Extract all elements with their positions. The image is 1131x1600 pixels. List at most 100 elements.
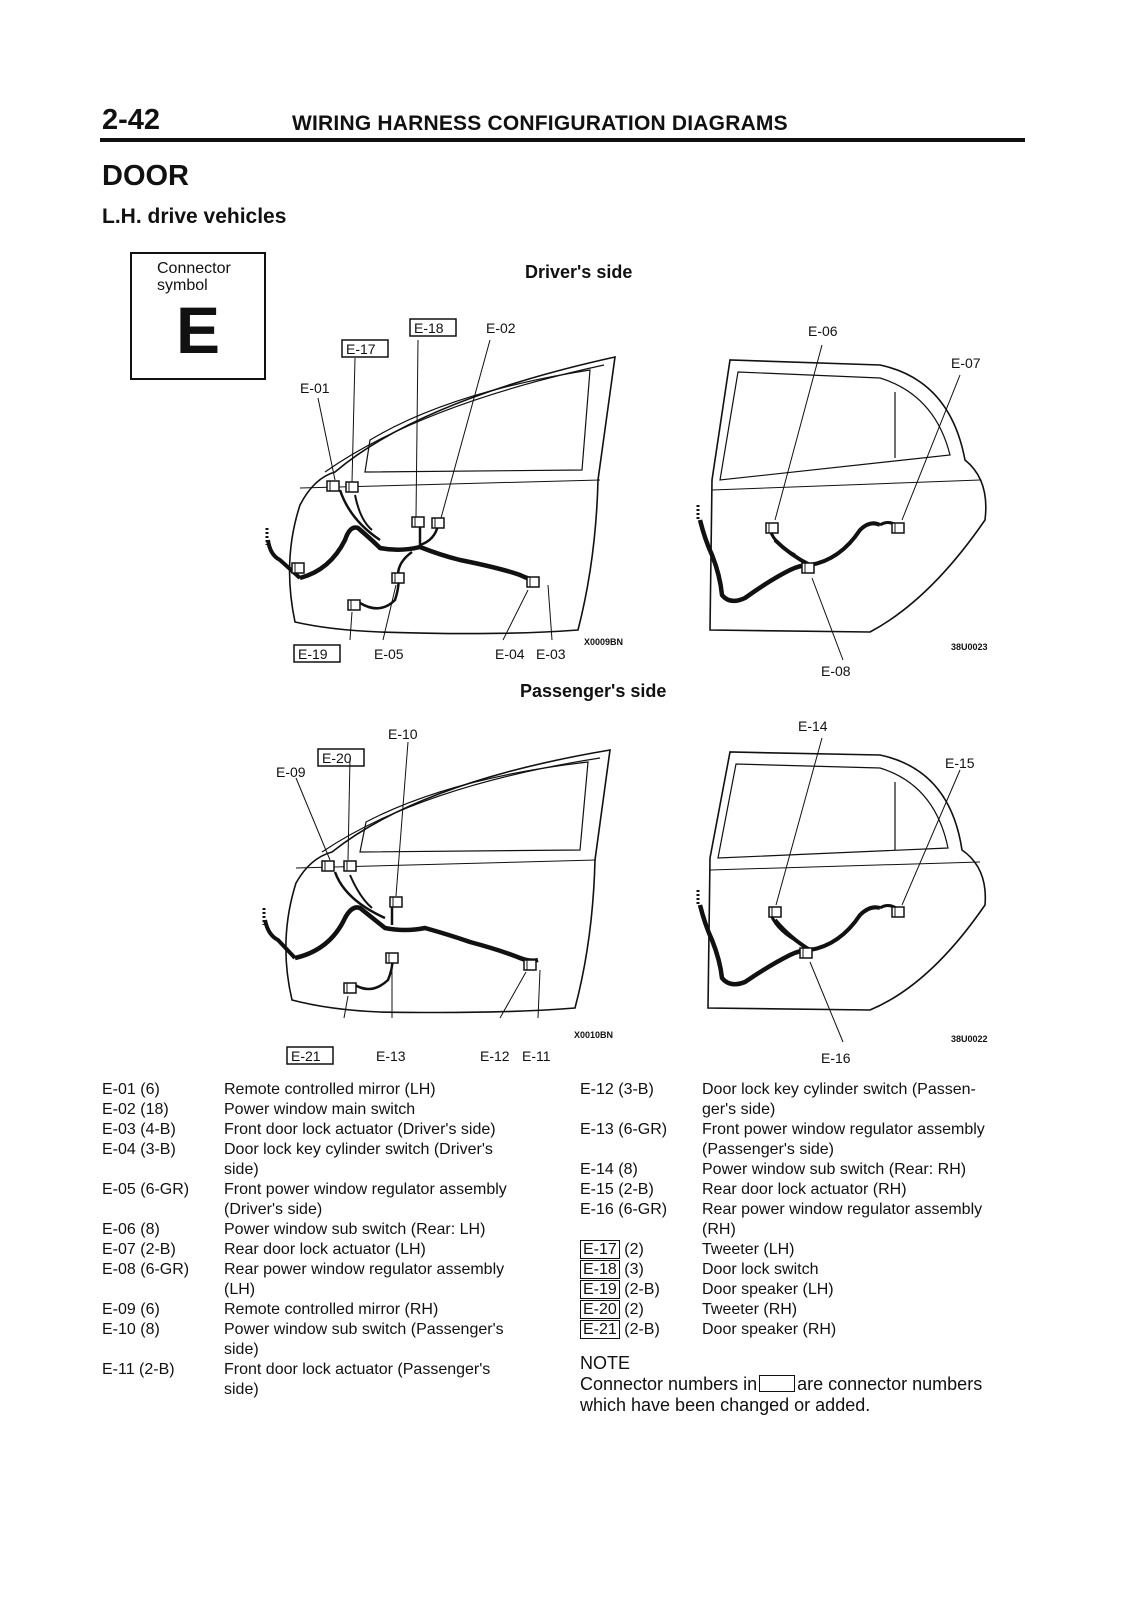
- note-text-before: Connector numbers in: [580, 1374, 758, 1394]
- legend-description-line: Door lock switch: [702, 1261, 819, 1278]
- legend-description-line: Remote controlled mirror (LH): [224, 1081, 436, 1098]
- legend-description: Door speaker (LH): [702, 1280, 834, 1300]
- legend-connector-code: E-14 (8): [580, 1161, 638, 1178]
- legend-description: Remote controlled mirror (RH): [224, 1300, 438, 1320]
- legend-description-line: Front door lock actuator (Driver's side): [224, 1121, 496, 1138]
- legend-description-line: (RH): [702, 1221, 736, 1238]
- legend-description: Door lock key cylinder switch (Driver's s…: [224, 1140, 493, 1180]
- note-heading: NOTE: [580, 1353, 631, 1373]
- connector-symbol-caption: Connector symbol: [157, 260, 231, 294]
- legend-connector-code: E-15 (2-B): [580, 1181, 654, 1198]
- legend-description-line: Door speaker (RH): [702, 1321, 837, 1338]
- note-text-after: are connector numbers which have been ch…: [580, 1374, 983, 1415]
- legend-description-line: Door lock key cylinder switch (Driver's: [224, 1141, 493, 1158]
- legend-description: Rear door lock actuator (LH): [224, 1240, 426, 1260]
- label-e10: E-10: [388, 726, 418, 742]
- label-e14: E-14: [798, 718, 828, 734]
- legend-boxed-code: E-19: [580, 1280, 620, 1299]
- legend-description-line: side): [224, 1161, 259, 1178]
- drivers-front-door: [265, 339, 616, 641]
- legend-connector-code: E-02 (18): [102, 1101, 169, 1118]
- label-e03: E-03: [536, 646, 566, 662]
- figure-code-38u0022: 38U0022: [951, 1034, 988, 1044]
- legend-connector-code: E-05 (6-GR): [102, 1181, 190, 1198]
- e19-box: [293, 644, 341, 663]
- legend-description-line: Door lock key cylinder switch (Passen-: [702, 1081, 976, 1098]
- legend-description-line: ger's side): [702, 1101, 776, 1118]
- legend-connector-code: E-21 (2-B): [580, 1320, 660, 1340]
- legend-description: Tweeter (LH): [702, 1240, 794, 1260]
- label-e16: E-16: [821, 1050, 851, 1066]
- legend-description: Front power window regulator assembly (Dr…: [224, 1180, 507, 1220]
- label-e05: E-05: [374, 646, 404, 662]
- label-e13: E-13: [376, 1048, 406, 1064]
- drivers-front-labels: E-18 E-02 E-17 E-01 E-19 E-05 E-04 E-03 …: [293, 318, 623, 663]
- label-e04: E-04: [495, 646, 525, 662]
- connector-symbol-caption-line1: Connector: [157, 260, 231, 277]
- legend-description-line: Rear power window regulator assembly: [224, 1261, 505, 1278]
- legend-description-line: Door speaker (LH): [702, 1281, 834, 1298]
- legend-boxed-code: E-21: [580, 1320, 620, 1339]
- connector-symbol-caption-line2: symbol: [157, 277, 208, 294]
- legend-description-line: Power window sub switch (Rear: LH): [224, 1221, 486, 1238]
- connector-symbol-letter: E: [175, 293, 221, 367]
- connector-symbol-box: Connector symbol E: [130, 252, 266, 380]
- legend-connector-code: E-01 (6): [102, 1081, 160, 1098]
- passengers-rear-labels: E-14 E-15 E-16 38U0022: [798, 718, 988, 1066]
- label-e12: E-12: [480, 1048, 510, 1064]
- label-e19: E-19: [298, 646, 328, 662]
- legend-connector-code: E-08 (6-GR): [102, 1261, 190, 1278]
- legend-description: Power window main switch: [224, 1100, 415, 1120]
- legend-connector-code: E-06 (8): [102, 1221, 160, 1238]
- legend-connector-code: E-18 (3): [580, 1260, 644, 1280]
- legend-description-line: Remote controlled mirror (RH): [224, 1301, 439, 1318]
- legend-connector-code: E-11 (2-B): [102, 1361, 175, 1378]
- legend-description-line: (Passenger's side): [702, 1141, 834, 1158]
- label-e07: E-07: [951, 355, 981, 371]
- label-e06: E-06: [808, 323, 838, 339]
- legend-connector-code: E-19 (2-B): [580, 1280, 660, 1300]
- label-e15: E-15: [945, 755, 975, 771]
- legend-description: Rear power window regulator assembly (LH): [224, 1260, 504, 1300]
- e17-box: [341, 339, 389, 358]
- legend-connector-code: E-13 (6-GR): [580, 1121, 668, 1138]
- drivers-side-title: Driver's side: [525, 262, 633, 282]
- label-e02: E-02: [486, 320, 516, 336]
- legend-description: Remote controlled mirror (LH): [224, 1080, 436, 1100]
- legend-connector-code: E-03 (4-B): [102, 1121, 176, 1138]
- legend-description-line: Tweeter (RH): [702, 1301, 798, 1318]
- door-harness-diagrams: E-18 E-02 E-17 E-01 E-19 E-05 E-04 E-03 …: [262, 318, 988, 1066]
- label-e21: E-21: [291, 1048, 321, 1064]
- legend-connector-code: E-17 (2): [580, 1240, 644, 1260]
- legend-description-line: side): [224, 1341, 259, 1358]
- passengers-front-labels: E-10 E-20 E-09 E-21 E-13 E-12 E-11 X0010…: [276, 726, 613, 1065]
- label-e20: E-20: [322, 750, 352, 766]
- legend-description-line: Front power window regulator assembly: [702, 1121, 985, 1138]
- legend-description-line: (LH): [224, 1281, 256, 1298]
- legend-description: Front power window regulator assembly (Pa…: [702, 1120, 985, 1160]
- figure-code-x0010bn: X0010BN: [574, 1030, 613, 1040]
- legend-description: Power window sub switch (Rear: LH): [224, 1220, 485, 1240]
- label-e08: E-08: [821, 663, 851, 679]
- figure-code-x0009bn: X0009BN: [584, 637, 623, 647]
- legend-connector-code: E-20 (2): [580, 1300, 644, 1320]
- legend-description-line: (Driver's side): [224, 1201, 323, 1218]
- legend-description: Tweeter (RH): [702, 1300, 797, 1320]
- legend-connector-code: E-12 (3-B): [580, 1081, 654, 1098]
- legend-description-line: Tweeter (LH): [702, 1241, 795, 1258]
- label-e11: E-11: [522, 1048, 551, 1064]
- drivers-rear-labels: E-06 E-07 E-08 38U0023: [808, 323, 988, 679]
- legend-boxed-code: E-18: [580, 1260, 620, 1279]
- passengers-side-title: Passenger's side: [520, 681, 667, 701]
- legend-connector-code: E-04 (3-B): [102, 1141, 176, 1158]
- label-e09: E-09: [276, 764, 306, 780]
- page-number: 2-42: [102, 104, 161, 136]
- legend-description-line: Power window main switch: [224, 1101, 416, 1118]
- legend-connector-code: E-10 (8): [102, 1321, 160, 1338]
- legend-description-line: Rear door lock actuator (RH): [702, 1181, 907, 1198]
- page-header-title: WIRING HARNESS CONFIGURATION DIAGRAMS: [292, 112, 788, 135]
- legend-description-line: Front power window regulator assembly: [224, 1181, 507, 1198]
- legend-description: Front door lock actuator (Driver's side): [224, 1120, 496, 1140]
